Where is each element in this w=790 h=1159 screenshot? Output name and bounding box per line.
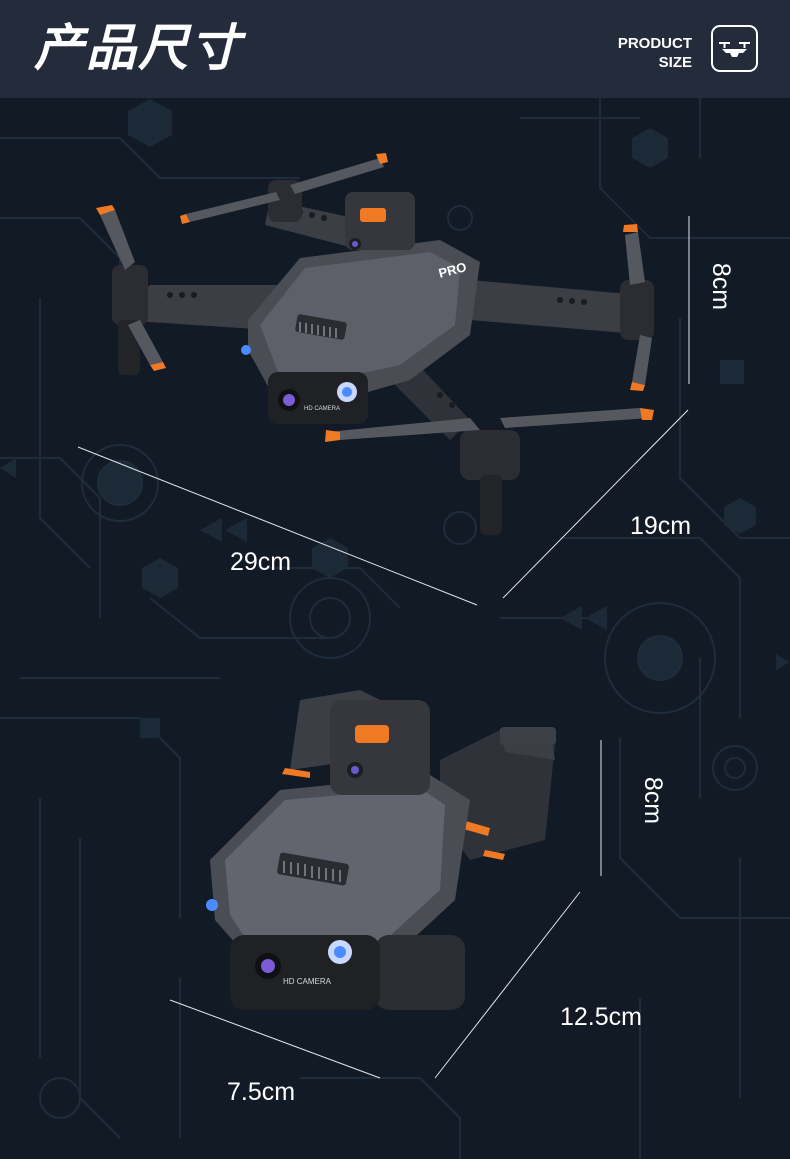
product-label-line2: SIZE — [658, 54, 692, 71]
product-size-label: PRODUCT SIZE — [618, 34, 692, 72]
depth-line-folded — [434, 891, 581, 1079]
drone-icon — [711, 25, 758, 72]
camera-text-folded: HD CAMERA — [283, 977, 332, 986]
height-label-folded: 8cm — [639, 776, 668, 825]
width-line-folded — [169, 999, 381, 1079]
circuit-background — [0, 98, 790, 1159]
width-label-folded: 7.5cm — [227, 1078, 296, 1106]
brand-mark-unfolded: PRO — [437, 259, 468, 281]
header-bar: 产品尺寸 PRODUCT SIZE — [0, 0, 790, 98]
depth-line-unfolded — [502, 409, 689, 599]
depth-label-folded: 12.5cm — [560, 1003, 642, 1031]
dimension-lines-unfolded — [77, 216, 690, 606]
camera-text-unfolded: HD CAMERA — [304, 406, 340, 412]
width-label-unfolded: 29cm — [230, 548, 292, 576]
depth-label-unfolded: 19cm — [630, 512, 692, 540]
page-title: 产品尺寸 — [34, 19, 242, 77]
drone-unfolded: PRO HD CAMERA — [96, 153, 654, 535]
dimension-lines-folded — [169, 740, 602, 1079]
height-label-unfolded: 8cm — [707, 262, 736, 311]
product-label-line1: PRODUCT — [617, 35, 692, 52]
drone-folded: HD CAMERA — [206, 690, 556, 1010]
width-line-unfolded — [77, 446, 478, 606]
